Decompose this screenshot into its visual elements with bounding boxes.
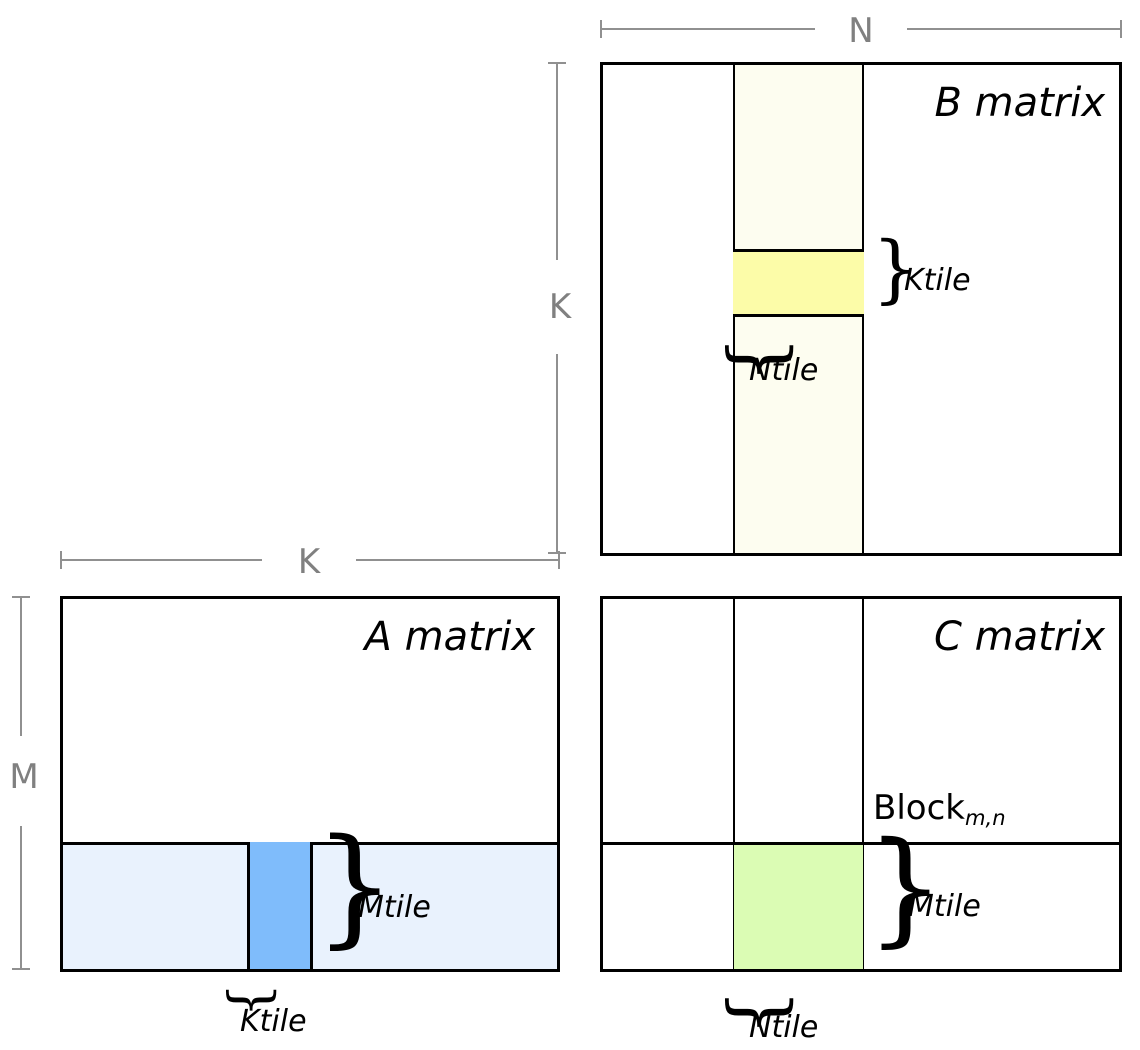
c-matrix-mtile-brace: } Mtile — [866, 826, 1066, 976]
measure-line-left — [60, 559, 262, 561]
measure-line-right — [907, 28, 1120, 30]
dimension-measure-m: M — [6, 596, 42, 972]
c-matrix-title-letter: C matrix — [933, 614, 1105, 660]
block-label-base: Block — [873, 788, 965, 828]
c-matrix-column-divider-left — [733, 599, 735, 969]
b-matrix-title-letter: B matrix — [934, 80, 1105, 126]
b-matrix-ktile-brace: } Ktile — [872, 232, 1062, 326]
c-matrix-box: C matrix Blockm,n — [600, 596, 1122, 972]
brace-glyph-right: } — [872, 226, 920, 312]
c-matrix-ntile-label: Ntile — [749, 1010, 819, 1045]
dimension-label-m: M — [9, 757, 39, 797]
brace-glyph-right: } — [866, 816, 945, 960]
measure-line-top — [556, 62, 558, 260]
dimension-measure-k-vertical: K — [542, 62, 578, 556]
a-matrix-box: A matrix — [60, 596, 560, 972]
measure-line-bottom — [20, 826, 22, 970]
measure-line-bottom — [556, 354, 558, 554]
a-matrix-ktile-brace: } Ktile — [222, 975, 324, 1050]
c-matrix-title: C matrix — [934, 617, 1105, 657]
dimension-label-k-horizontal: K — [297, 542, 321, 582]
a-matrix-ktile-label: Ktile — [240, 1004, 307, 1039]
c-matrix-ntile-brace: } Ntile — [719, 975, 865, 1050]
dimension-label-k-vertical: K — [548, 287, 572, 327]
a-matrix-mtile-label: Mtile — [358, 890, 431, 925]
b-matrix-ntile-label: Ntile — [749, 353, 819, 388]
a-matrix-tile — [247, 842, 313, 969]
brace-glyph-right: } — [314, 812, 396, 961]
a-matrix-mtile-brace: } Mtile — [314, 823, 514, 977]
dimension-label-n: N — [848, 11, 874, 51]
b-matrix-ktile-label: Ktile — [904, 263, 971, 298]
measure-cap-bottom — [548, 552, 566, 554]
measure-line-top — [20, 596, 22, 736]
measure-line-right — [356, 559, 558, 561]
b-matrix-box: B matrix — [600, 62, 1122, 556]
a-matrix-title: A matrix — [365, 617, 535, 657]
b-matrix-tile — [733, 249, 864, 317]
dimension-measure-k-horizontal: K — [60, 545, 560, 579]
measure-line-left — [600, 28, 815, 30]
c-matrix-block-label: Blockm,n — [873, 788, 1006, 828]
measure-cap-right — [558, 551, 560, 569]
a-matrix-title-letter: A matrix — [364, 614, 535, 660]
measure-cap-bottom — [12, 968, 30, 970]
c-matrix-tile — [734, 845, 863, 969]
measure-cap-right — [1120, 20, 1122, 38]
block-label-subscript: m,n — [964, 805, 1006, 831]
c-matrix-mtile-label: Mtile — [908, 889, 981, 924]
dimension-measure-n: N — [600, 14, 1122, 48]
c-matrix-row-divider — [603, 842, 1119, 845]
c-matrix-column-divider-right — [862, 599, 864, 969]
b-matrix-ntile-brace: } Ntile — [719, 318, 865, 394]
b-matrix-title: B matrix — [934, 83, 1105, 123]
